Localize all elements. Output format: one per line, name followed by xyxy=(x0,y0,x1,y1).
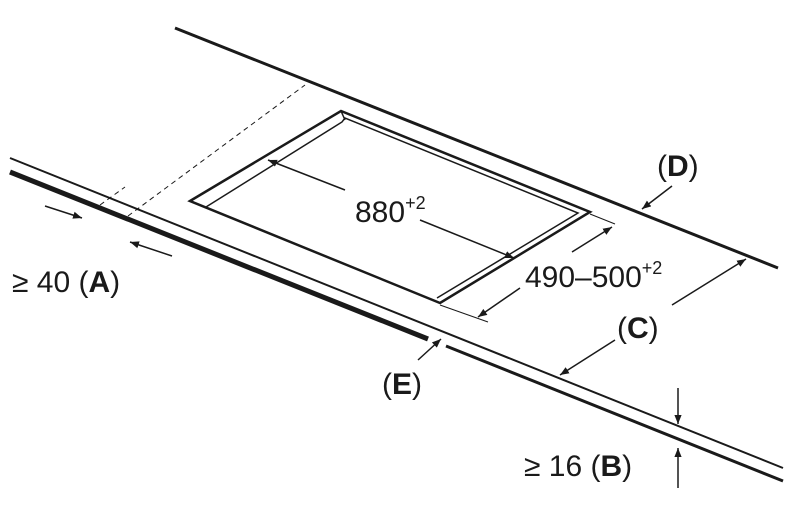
label-depth-value: 490–500 xyxy=(525,261,642,294)
dim-880-arrow-lower xyxy=(419,219,515,259)
label-b: ≥ 16 (B) xyxy=(524,450,632,483)
label-d-letter: D xyxy=(667,150,689,183)
label-d: (D) xyxy=(657,150,699,183)
label-c: (C) xyxy=(617,312,659,345)
dim-c-arrow-front xyxy=(559,339,616,376)
label-a-letter: A xyxy=(89,266,111,299)
label-a-prefix: ≥ 40 ( xyxy=(12,266,89,299)
dim-depth-arrow-front xyxy=(477,287,521,318)
label-e-close: ) xyxy=(412,368,422,401)
label-b-prefix: ≥ 16 ( xyxy=(524,450,601,483)
dim-depth-arrow-back xyxy=(571,226,613,253)
dim-a-arrow-lower xyxy=(129,241,173,257)
label-c-close: ) xyxy=(649,312,659,345)
label-e-letter: E xyxy=(392,368,412,401)
label-a: ≥ 40 (A) xyxy=(12,266,120,299)
dim-e-leader xyxy=(417,338,442,361)
dim-c-arrow-back xyxy=(671,258,747,306)
dim-depth-extension-back xyxy=(589,213,616,225)
worktop-front-bottom-edge-left xyxy=(9,169,429,342)
label-b-letter: B xyxy=(601,450,623,483)
label-b-suffix: ) xyxy=(622,450,632,483)
dim-880-arrow-upper xyxy=(267,159,346,191)
label-c-open: ( xyxy=(617,312,627,345)
label-d-open: ( xyxy=(657,150,667,183)
worktop-back-edge xyxy=(174,26,779,270)
label-depth: 490–500+2 xyxy=(525,258,662,294)
label-d-close: ) xyxy=(689,150,699,183)
dim-depth-extension-front xyxy=(439,304,489,323)
label-width-tolerance: +2 xyxy=(405,193,426,213)
label-width-value: 880 xyxy=(355,196,405,229)
dim-d-leader xyxy=(641,185,673,210)
label-e-open: ( xyxy=(382,368,392,401)
label-e: (E) xyxy=(382,368,422,401)
label-depth-tolerance: +2 xyxy=(642,258,663,278)
worktop-front-bottom-edge-right xyxy=(445,344,784,483)
label-width: 880+2 xyxy=(355,193,426,229)
cutout-rim-corner xyxy=(340,110,346,121)
cutout-outer xyxy=(187,109,593,305)
dashed-reference-line-back xyxy=(127,84,306,217)
label-c-letter: C xyxy=(627,312,649,345)
dim-a-arrow-upper xyxy=(44,205,83,219)
worktop-front-top-edge xyxy=(9,157,784,469)
cutout-inner-rim xyxy=(205,117,580,299)
label-a-suffix: ) xyxy=(110,266,120,299)
